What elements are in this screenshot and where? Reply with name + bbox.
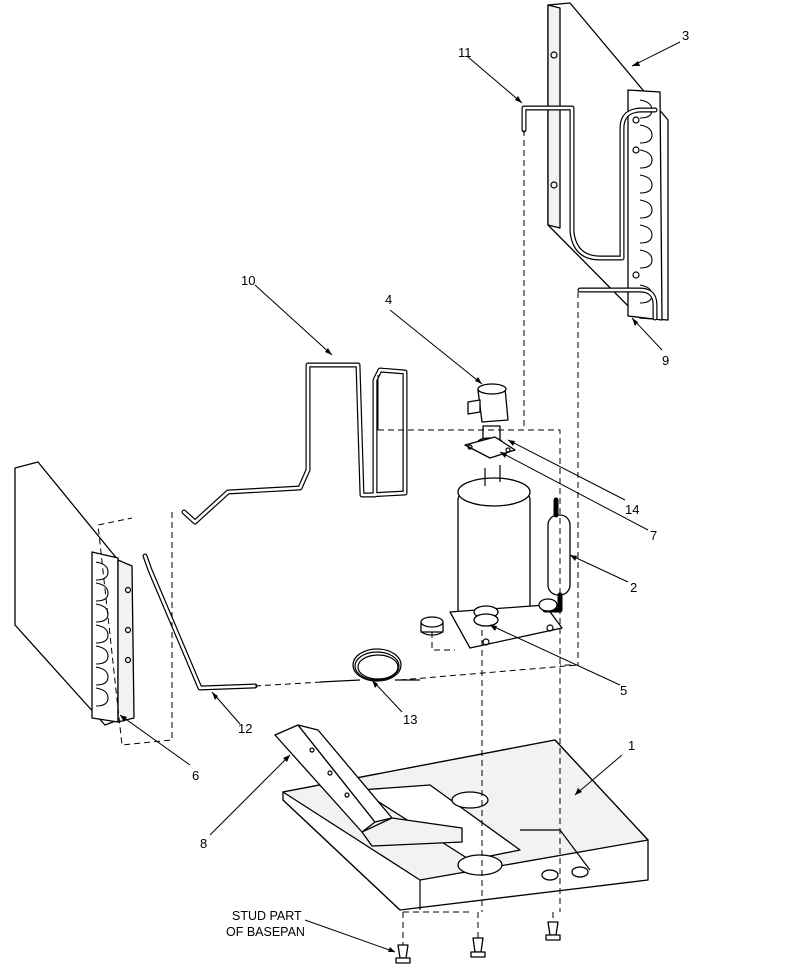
- callout-2: 2: [630, 580, 637, 595]
- accumulator: [538, 497, 571, 613]
- callout-7: 7: [650, 528, 657, 543]
- callout-3: 3: [682, 28, 689, 43]
- base-rail: [274, 724, 463, 847]
- callout-5: 5: [620, 683, 627, 698]
- evaporator-coil: [547, 2, 669, 321]
- suction-tube: [181, 362, 408, 525]
- callout-11: 11: [458, 45, 472, 60]
- stud-note-line1: STUD PART: [232, 909, 302, 923]
- condenser-hairpins: [95, 561, 109, 707]
- callout-14: 14: [625, 502, 639, 517]
- condenser-coil: [14, 461, 135, 726]
- basepan-studs: [395, 921, 561, 964]
- grommets: [420, 616, 444, 636]
- capillary-coil: [319, 648, 420, 683]
- callout-8: 8: [200, 836, 207, 851]
- callout-labels: 1 2 3 4 5 6 7 8 9 10 11 12 13 14: [192, 28, 689, 851]
- callout-1: 1: [628, 738, 635, 753]
- assembly-lines: [97, 130, 579, 945]
- stud-note-line2: OF BASEPAN: [226, 925, 305, 939]
- callout-13: 13: [403, 712, 417, 727]
- callout-leaders: [119, 41, 681, 953]
- callout-10: 10: [241, 273, 255, 288]
- stud-note: STUD PART OF BASEPAN: [226, 909, 305, 939]
- callout-12: 12: [238, 721, 252, 736]
- callout-9: 9: [662, 353, 669, 368]
- callout-6: 6: [192, 768, 199, 783]
- compressor: [449, 465, 563, 649]
- basepan: [282, 739, 649, 911]
- discharge-tube: [521, 105, 658, 321]
- callout-4: 4: [385, 292, 392, 307]
- reversing-valve-assembly: [464, 383, 516, 459]
- liquid-line: [142, 553, 258, 691]
